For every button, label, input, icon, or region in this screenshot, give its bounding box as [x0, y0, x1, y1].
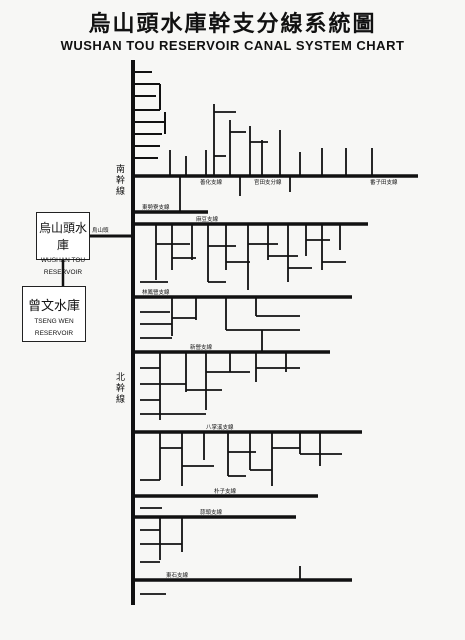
wushantou-name-en-1: WUSHAN TOU	[40, 257, 86, 264]
north-main-label: 北 幹 線	[116, 372, 128, 405]
branch-label-bazhangxi: 八掌溪支線	[206, 423, 234, 431]
branch-label-guantian: 官田支分線	[254, 178, 282, 186]
branch-label-madou: 麻豆支線	[196, 215, 219, 223]
branch-label-dongshiliao: 東勢寮支線	[142, 203, 170, 211]
chart-title-english: WUSHAN TOU RESERVOIR CANAL SYSTEM CHART	[60, 38, 405, 53]
south-main-label: 南 幹 線	[116, 163, 128, 197]
major-branches	[133, 174, 418, 582]
xinying-network	[140, 352, 300, 420]
wushantou-name-zh: 烏山頭水庫	[38, 221, 87, 252]
tsengwen-name-en-2: RESERVOIR	[34, 330, 74, 337]
linfengying-network	[140, 297, 300, 352]
tsengwen-name-zh: 曾文水庫	[27, 298, 80, 313]
tsengwen-reservoir-box: 曾文水庫 TSENG WEN RESERVOIR	[22, 286, 86, 342]
branch-label-fanzitian: 番子田支線	[370, 178, 398, 186]
madou-network	[140, 224, 346, 290]
branch-label-linfengying: 林鳳營支線	[142, 288, 170, 296]
lower-network	[140, 507, 301, 595]
wushantou-name-en-2: RESERVOIR	[43, 269, 83, 276]
branch-label-puzi: 朴子支線	[214, 487, 237, 495]
south-laterals	[133, 71, 166, 159]
reservoir-connectors	[61, 234, 133, 286]
branch-label-xinying: 新營支線	[190, 343, 213, 351]
wushantou-reservoir-box: 烏山頭水庫 WUSHAN TOU RESERVOIR	[36, 212, 90, 276]
tsengwen-name-en-1: TSENG WEN	[34, 318, 74, 325]
chart-title-chinese: 烏山頭水庫幹支分線系統圖	[88, 12, 377, 37]
shanhua-subbranches	[169, 104, 373, 212]
branch-label-wushantou: 烏山頭	[92, 226, 109, 234]
branch-label-suantou: 蒜頭支線	[200, 508, 223, 516]
branch-label-dongshi: 東石支線	[166, 571, 189, 579]
branch-label-shanhua: 善化支線	[200, 178, 223, 186]
bazhangxi-network	[140, 432, 342, 486]
